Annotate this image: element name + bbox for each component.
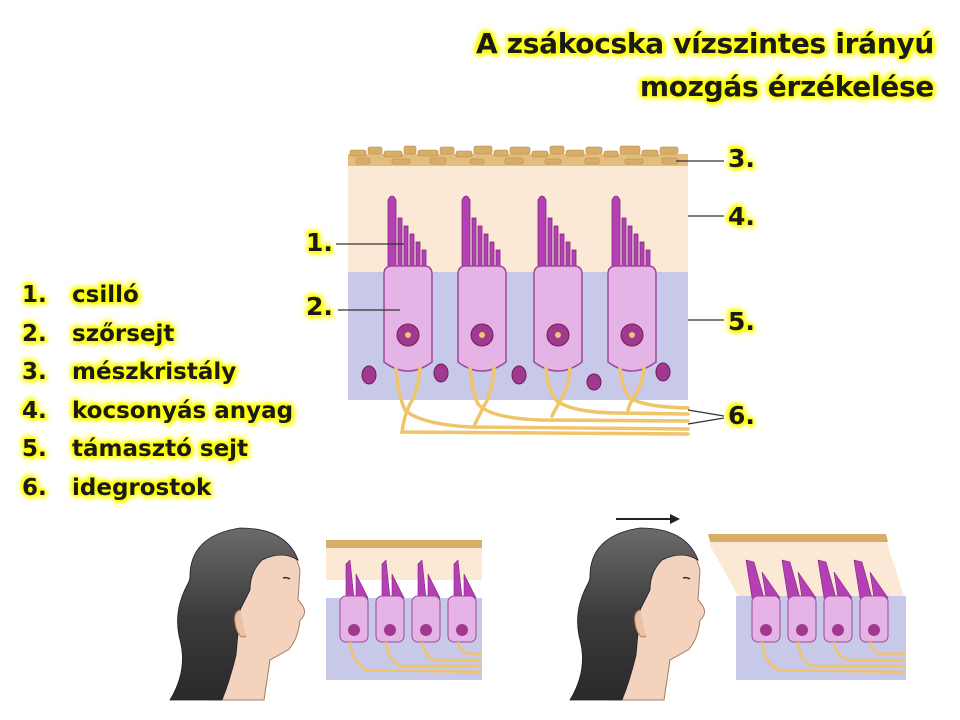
callout-3: 3. <box>728 144 755 173</box>
hair-cell <box>533 195 583 372</box>
legend-label: kocsonyás anyag <box>72 397 294 424</box>
callout-6: 6. <box>728 401 755 430</box>
legend-number: 1. <box>22 282 47 308</box>
title-line-2: mozgás érzékelése <box>639 70 934 103</box>
leader-lines <box>336 160 725 425</box>
legend-item: 4. kocsonyás anyag <box>22 392 293 431</box>
hair-cell <box>457 195 507 372</box>
legend-number: 6. <box>22 474 47 501</box>
head-at-rest <box>169 527 305 701</box>
head-moving <box>569 527 705 701</box>
legend-item: 3. mészkristály <box>22 353 293 392</box>
crystal-layer <box>348 145 688 166</box>
hair-cell <box>607 195 657 372</box>
legend-label: mészkristály <box>72 359 237 385</box>
legend-list: 1. csilló 2. szőrsejt 3. mészkristály 4. koc… <box>22 276 293 507</box>
legend-label: csilló <box>72 282 139 308</box>
support-cell-nuclei <box>361 362 671 391</box>
motion-arrow <box>616 514 680 524</box>
legend-item: 2. szőrsejt <box>22 315 293 354</box>
legend-item: 1. csilló <box>22 276 293 315</box>
legend-item: 6. idegrostok <box>22 469 293 508</box>
callout-5: 5. <box>728 307 755 336</box>
title-line-1: A zsákocska vízszintes irányú <box>475 27 934 60</box>
legend-label: támasztó sejt <box>72 436 249 462</box>
nerve-fibers <box>394 366 690 436</box>
legend-number: 2. <box>22 320 47 347</box>
legend-label: szőrsejt <box>72 320 175 347</box>
legend-label: idegrostok <box>72 474 212 501</box>
hair-cells <box>383 195 657 372</box>
hair-cell <box>383 195 433 372</box>
tissue-displaced <box>708 534 907 680</box>
callout-4: 4. <box>728 202 755 231</box>
slide-title: A zsákocska vízszintes irányú mozgás érz… <box>476 22 934 108</box>
legend-number: 4. <box>22 397 47 424</box>
legend-number: 5. <box>22 436 47 462</box>
main-tissue-diagram <box>336 145 725 436</box>
legend-number: 3. <box>22 359 47 385</box>
callout-2: 2. <box>306 292 333 321</box>
callout-1: 1. <box>306 228 333 257</box>
legend-item: 5. támasztó sejt <box>22 430 293 469</box>
tissue-at-rest <box>326 540 483 680</box>
